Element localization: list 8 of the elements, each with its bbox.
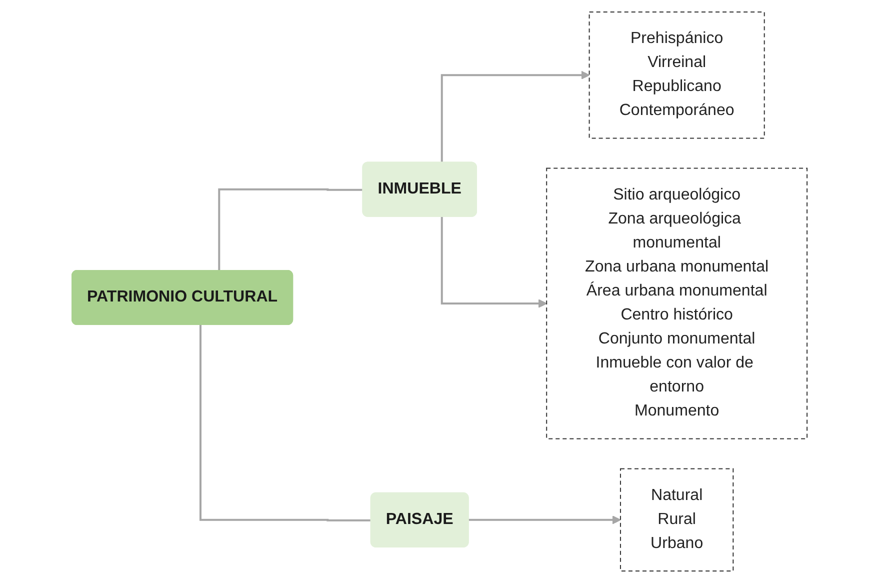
arrow	[441, 70, 590, 163]
connector	[200, 325, 372, 522]
arrow	[441, 216, 548, 308]
node-box: Prehispánico Virreinal Republicano Contemporáneo	[589, 12, 766, 139]
connector	[218, 188, 364, 271]
arrow	[468, 515, 622, 524]
node-box: Sitio arqueológico Zona arqueológica monumental Zona urbana monumental Área urbana monumental Centro histórico Conjunto monumental Inmueble con valor de entorno Monumento	[546, 168, 808, 440]
node-box: Natural Rural Urbano	[620, 468, 734, 572]
